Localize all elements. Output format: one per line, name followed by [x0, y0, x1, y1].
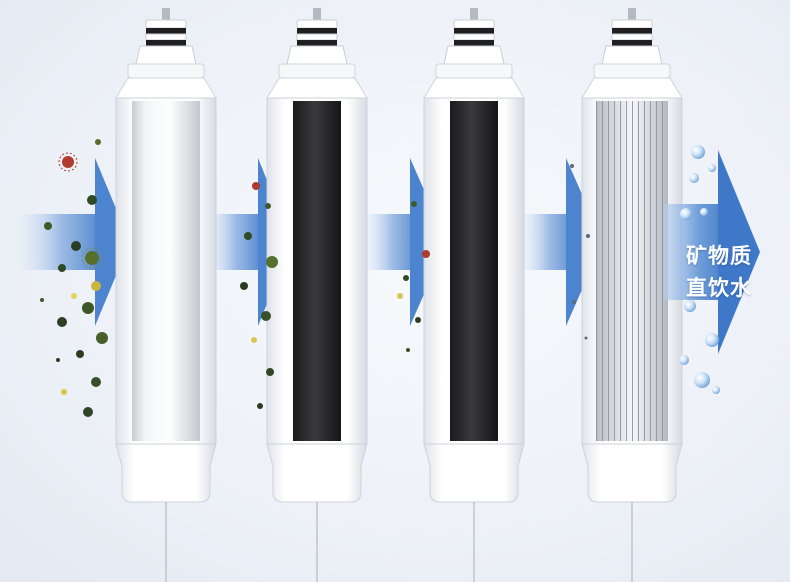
product-label: 矿物质 直饮水 — [664, 240, 774, 304]
filter-cartridge-pp-cotton — [115, 7, 217, 582]
contaminant-particles-4 — [570, 164, 590, 340]
contaminant-particles-2 — [240, 182, 278, 409]
product-label-line1: 矿物质 — [686, 244, 752, 268]
filter-cartridge-carbon-1 — [266, 7, 368, 582]
flow-arrow-1 — [20, 158, 130, 326]
filter-cartridge-membrane — [581, 7, 683, 582]
output-arrow — [664, 150, 760, 354]
contaminant-particles — [40, 139, 108, 417]
product-label-line2: 直饮水 — [686, 276, 752, 300]
filter-cartridge-carbon-2 — [423, 7, 525, 582]
water-bubbles — [679, 145, 720, 394]
contaminant-particles-3 — [397, 201, 430, 352]
